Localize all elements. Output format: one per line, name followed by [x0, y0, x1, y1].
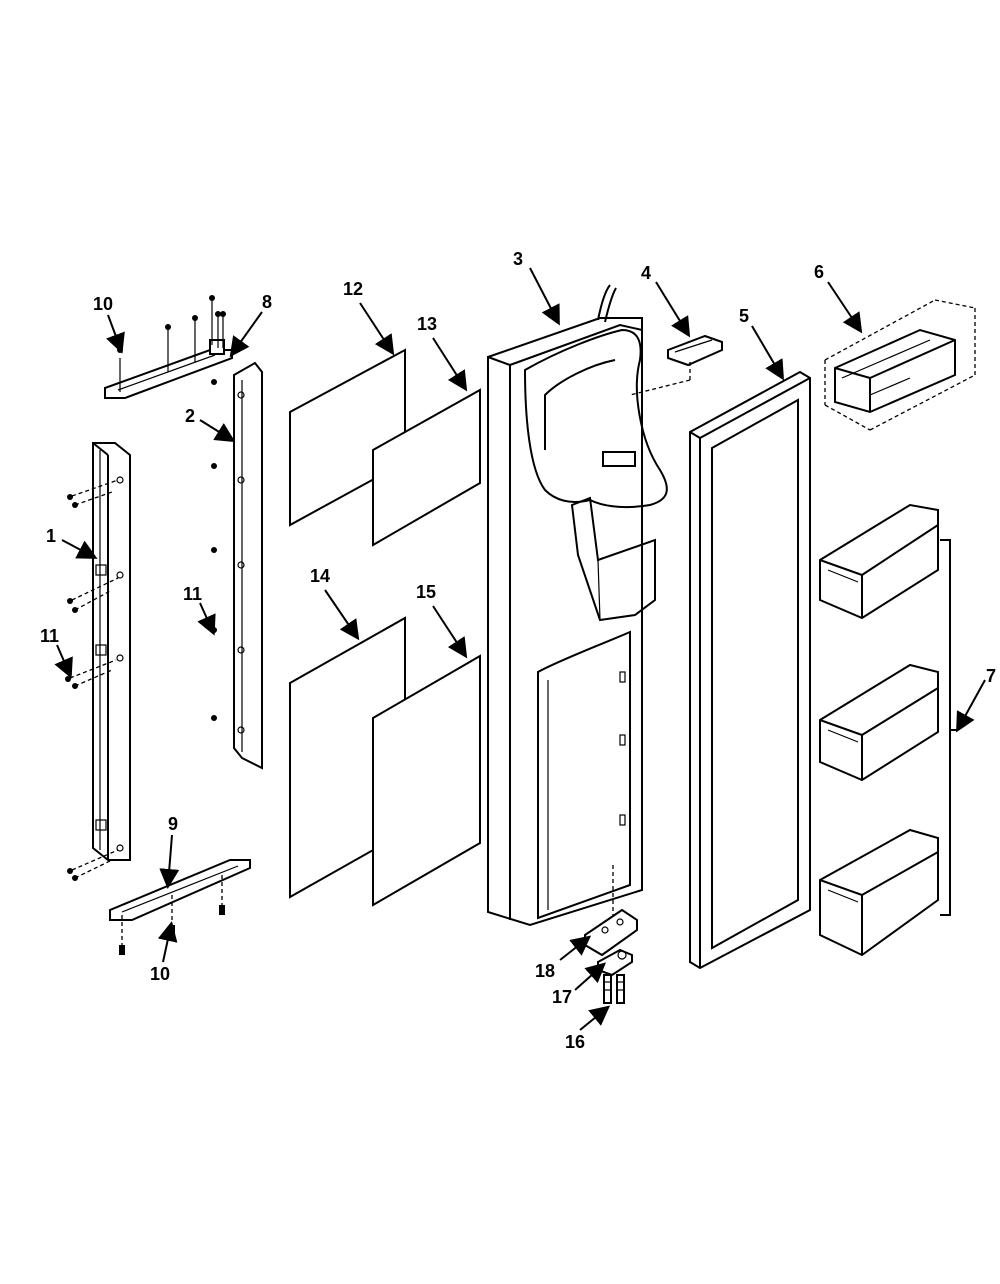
arrow-15: [432, 605, 468, 659]
arrow-8: [229, 311, 263, 358]
callout-1: 1: [46, 526, 56, 546]
part-3-door-liner: [487, 284, 668, 927]
callout-10-top: 10: [93, 294, 113, 314]
part-7-bin-lower: [819, 828, 939, 957]
part-9-bottom-hinge-bracket: [109, 859, 251, 955]
part-18-hinge-plate: [584, 908, 638, 957]
callout-18: 18: [535, 961, 555, 981]
part-1-side-rail: [65, 442, 131, 881]
callout-17: 17: [552, 987, 572, 1007]
arrow-4: [655, 281, 691, 338]
arrow-2: [199, 419, 236, 443]
part-7-bracket: [940, 539, 958, 916]
callout-6: 6: [814, 262, 824, 282]
arrow-18: [559, 935, 592, 961]
arrow-9: [159, 834, 180, 889]
arrow-3: [529, 267, 560, 326]
callout-9: 9: [168, 814, 178, 834]
arrow-13: [432, 337, 468, 392]
part-4-cap: [629, 334, 723, 396]
part-6-top-bin: [824, 299, 976, 431]
callout-7: 7: [986, 666, 996, 686]
callout-12: 12: [343, 279, 363, 299]
callout-4: 4: [641, 263, 651, 283]
part-5-gasket: [689, 370, 811, 970]
arrow-11b: [197, 602, 216, 636]
arrow-10a: [106, 314, 125, 354]
arrow-5: [751, 325, 785, 381]
arrow-12: [359, 302, 395, 356]
callout-11-right: 11: [183, 584, 202, 604]
callout-16: 16: [565, 1032, 585, 1052]
callout-13: 13: [417, 314, 437, 334]
callout-3: 3: [513, 249, 523, 269]
arrow-17: [574, 962, 606, 991]
part-13-upper-panel: [372, 388, 481, 547]
part-7-bin-upper: [819, 503, 939, 620]
part-16-screws: [603, 974, 625, 1004]
callout-14: 14: [310, 566, 330, 586]
callout-10-bottom: 10: [150, 964, 170, 984]
callout-labels: 1 2 3 4 5 6 7 8 9 10 10 11 11 12 13 14 1…: [40, 249, 996, 1052]
callout-2: 2: [185, 406, 195, 426]
part-2-side-strip: [211, 361, 263, 770]
leader-arrows: [54, 267, 986, 1031]
part-7-bin-middle: [819, 663, 939, 782]
arrow-10b: [157, 921, 178, 963]
callout-8: 8: [262, 292, 272, 312]
callout-11-left: 11: [40, 626, 59, 646]
arrow-7: [956, 679, 986, 733]
arrow-14: [324, 589, 360, 641]
arrow-11a: [54, 644, 73, 679]
arrow-16: [579, 1005, 611, 1031]
arrow-1: [61, 539, 98, 559]
arrow-6: [827, 281, 863, 334]
callout-5: 5: [739, 306, 749, 326]
part-15-lower-panel: [372, 654, 481, 907]
callout-15: 15: [416, 582, 436, 602]
